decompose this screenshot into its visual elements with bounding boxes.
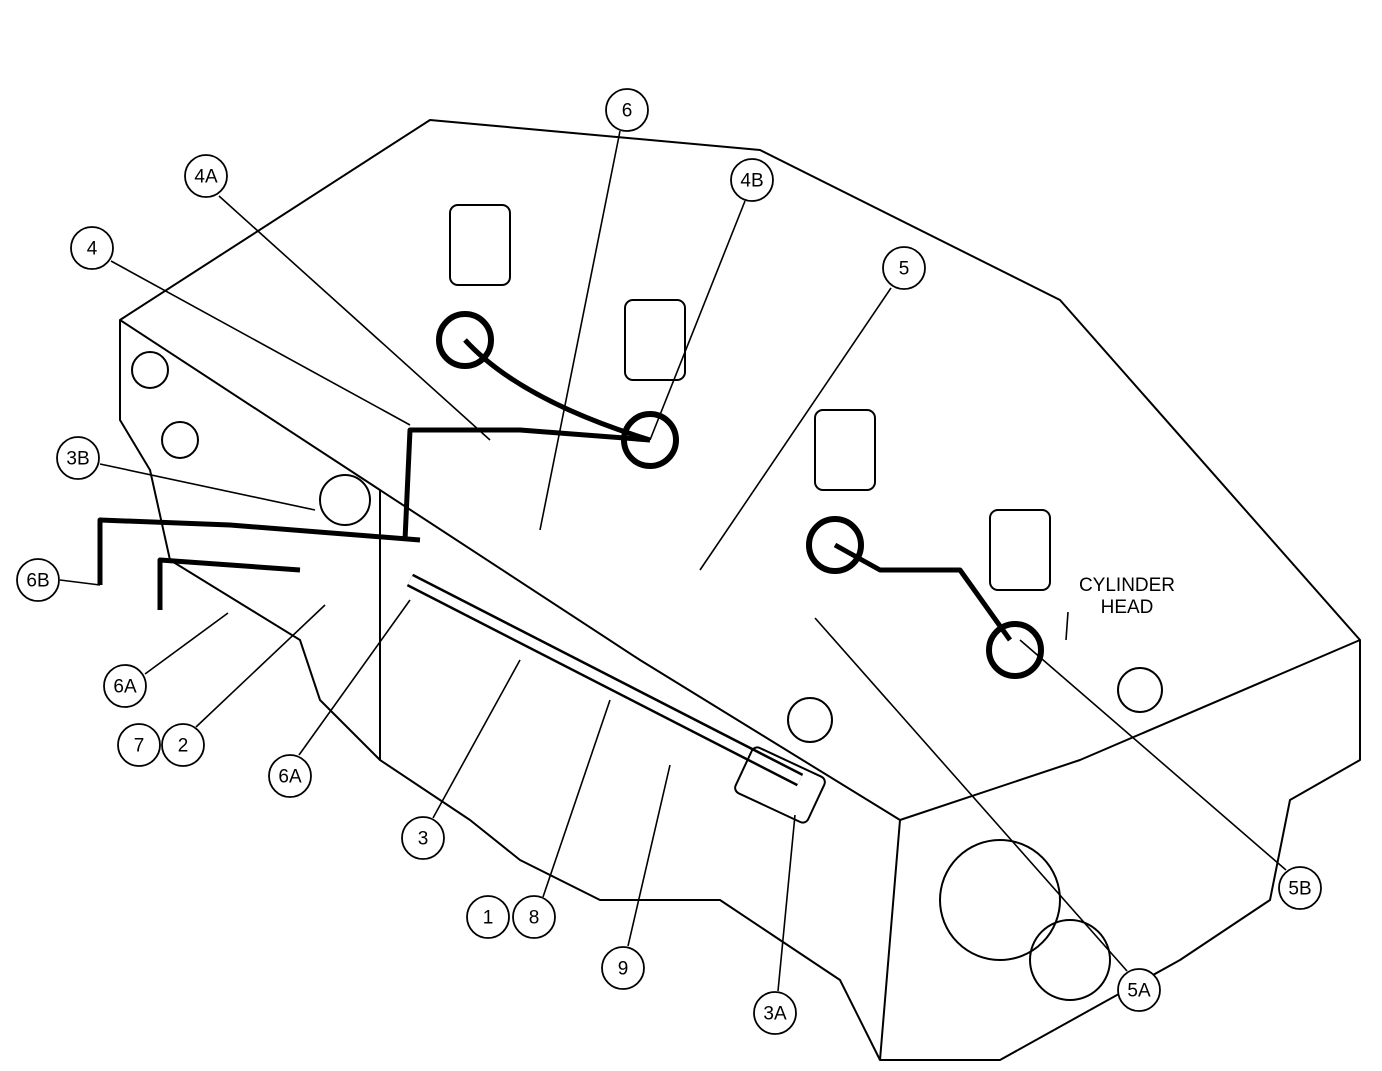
callout-circle (56, 436, 100, 480)
callout-label: 6 (622, 101, 633, 122)
callouts: 6 4A 4B 4 5 3B 6B 6A 7 2 6A 3 1 8 9 3A 5A 5B (16, 88, 1322, 1035)
callout-5b: 5B (1278, 866, 1322, 910)
callout-circle (117, 723, 161, 767)
callout-4a: 4A (184, 154, 228, 198)
callout-label: 5A (1127, 981, 1151, 1002)
callout-circle (601, 946, 645, 990)
leader-lines (59, 130, 1287, 992)
callout-2: 2 (161, 723, 205, 767)
callout-6b: 6B (16, 558, 60, 602)
callout-circle (512, 895, 556, 939)
callout-circle (882, 246, 926, 290)
cylinder-head-label-line2: HEAD (1100, 597, 1154, 618)
callout-4: 4 (70, 226, 114, 270)
callout-label: 4 (87, 239, 98, 260)
cylinder-head-illustration (97, 119, 1361, 1061)
injector-3 (806, 409, 876, 574)
callout-circle (70, 226, 114, 270)
callout-circle (103, 664, 147, 708)
cylinder-head-label: CYLINDER HEAD (1052, 575, 1202, 619)
callout-circle (1278, 866, 1322, 910)
callout-circle (161, 723, 205, 767)
callout-3b: 3B (56, 436, 100, 480)
injector-1 (436, 204, 511, 369)
callout-9: 9 (601, 946, 645, 990)
callout-circle (1117, 968, 1161, 1012)
callout-label: 2 (178, 736, 189, 757)
callout-circle (466, 895, 510, 939)
callout-1: 1 (466, 895, 510, 939)
callout-label: 5 (899, 259, 910, 280)
callout-6: 6 (605, 88, 649, 132)
callout-7: 7 (117, 723, 161, 767)
callout-6a: 6A (103, 664, 147, 708)
callout-circle (401, 816, 445, 860)
callout-3: 3 (401, 816, 445, 860)
callout-label: 6A (113, 677, 137, 698)
callout-circle (268, 754, 312, 798)
injector-4 (986, 509, 1051, 679)
callout-label: 6B (26, 571, 49, 592)
callout-circle (605, 88, 649, 132)
callout-label: 8 (529, 908, 540, 929)
callout-8: 8 (512, 895, 556, 939)
callout-label: 9 (618, 959, 629, 980)
cylinder-head-label-line1: CYLINDER (1078, 575, 1176, 596)
callout-4b: 4B (730, 158, 774, 202)
callout-circle (184, 154, 228, 198)
callout-label: 7 (134, 736, 145, 757)
callout-5: 5 (882, 246, 926, 290)
callout-3a: 3A (753, 991, 797, 1035)
callout-label: 1 (483, 908, 494, 929)
callout-label: 3 (418, 829, 429, 850)
callout-label: 4B (740, 171, 763, 192)
callout-label: 3A (763, 1004, 787, 1025)
callout-6a: 6A (268, 754, 312, 798)
callout-label: 4A (194, 167, 218, 188)
callout-label: 5B (1288, 879, 1311, 900)
callout-circle (730, 158, 774, 202)
callout-label: 3B (66, 449, 89, 470)
callout-label: 6A (278, 767, 302, 788)
callout-5a: 5A (1117, 968, 1161, 1012)
callout-circle (16, 558, 60, 602)
callout-circle (753, 991, 797, 1035)
